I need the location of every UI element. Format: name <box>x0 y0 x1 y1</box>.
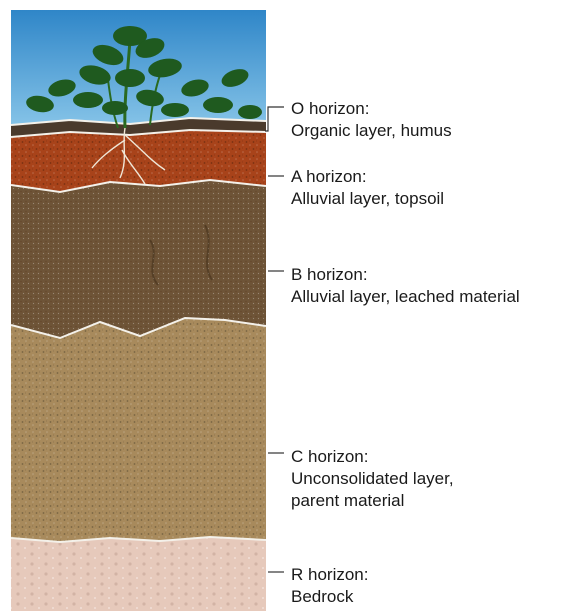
c-horizon-title: C horizon: <box>291 446 454 468</box>
a-horizon-title: A horizon: <box>291 166 444 188</box>
b-horizon-description: Alluvial layer, leached material <box>291 286 520 308</box>
leader-lines <box>265 107 284 572</box>
r-horizon-label: R horizon: Bedrock <box>291 564 368 608</box>
r-horizon-description: Bedrock <box>291 586 368 608</box>
o-horizon-label: O horizon: Organic layer, humus <box>291 98 452 142</box>
a-horizon-description: Alluvial layer, topsoil <box>291 188 444 210</box>
c-horizon-label: C horizon: Unconsolidated layer, parent … <box>291 446 454 512</box>
a-horizon-label: A horizon: Alluvial layer, topsoil <box>291 166 444 210</box>
r-horizon-title: R horizon: <box>291 564 368 586</box>
o-horizon-description: Organic layer, humus <box>291 120 452 142</box>
o-horizon-leader <box>265 107 284 131</box>
c-horizon-description-line-1: Unconsolidated layer, <box>291 468 454 490</box>
b-horizon-label: B horizon: Alluvial layer, leached mater… <box>291 264 520 308</box>
o-horizon-title: O horizon: <box>291 98 452 120</box>
b-horizon-title: B horizon: <box>291 264 520 286</box>
c-horizon-description-line-2: parent material <box>291 490 454 512</box>
